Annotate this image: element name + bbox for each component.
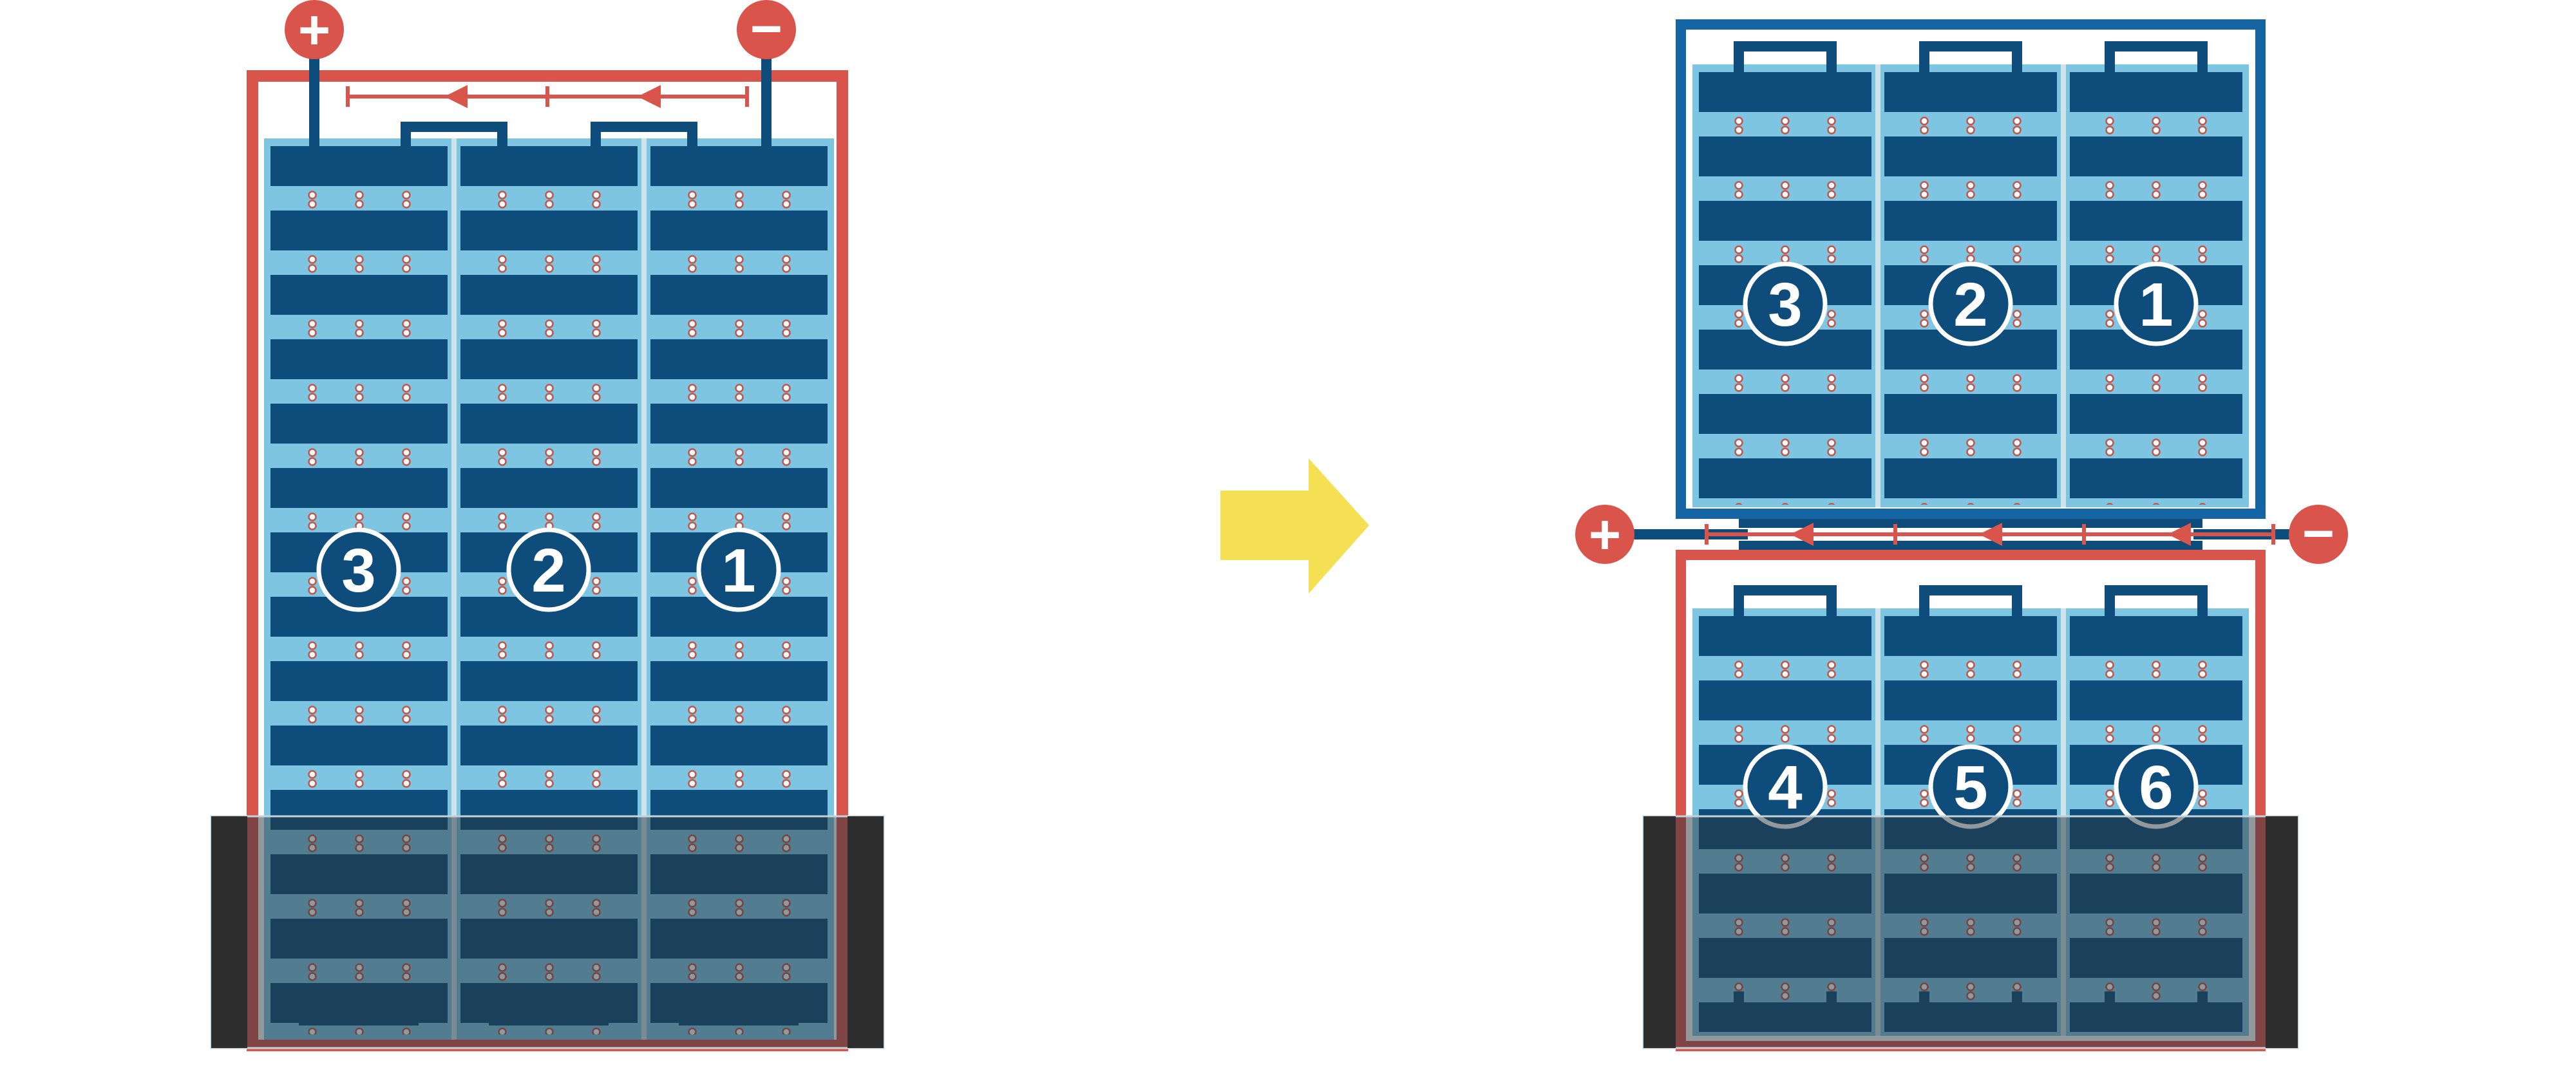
transform-right-arrow-icon: [1220, 458, 1369, 594]
right-middle-bus: + −: [1575, 503, 2348, 566]
arrow-head-left-icon: [1790, 523, 1814, 546]
left-module-marker: 2: [506, 527, 591, 612]
right-bottom-bridge-3: [2105, 585, 2208, 616]
right-top-separator-2: [2061, 64, 2066, 507]
module-circle: [696, 527, 781, 612]
left-shade-cap-right: [848, 816, 884, 1048]
arrow-head-left-icon: [638, 85, 661, 108]
module-number: 2: [1953, 270, 1987, 339]
right-plus-lead: [1632, 529, 1748, 539]
right-top-module-marker: 2: [1928, 261, 2013, 346]
minus-terminal-icon: −: [737, 0, 796, 60]
arrow-head-left-icon: [444, 85, 468, 108]
terminal-sign: +: [298, 0, 330, 61]
lower-bus-bar: [1739, 541, 2202, 550]
right-bottom-module-marker: 4: [1743, 744, 1828, 829]
module-circle: [2114, 261, 2199, 346]
right-shade-cap-left: [1643, 816, 1676, 1048]
terminal-sign: +: [1589, 504, 1621, 566]
terminal-circle: [285, 0, 344, 59]
right-top-panel: 3 2 1: [1676, 19, 2266, 519]
right-top-bridge-3: [2105, 41, 2208, 72]
module-number: 4: [1768, 753, 1802, 822]
left-shade-cap-left: [211, 816, 247, 1048]
terminal-circle: [2289, 505, 2348, 564]
minus-terminal-icon: −: [2289, 503, 2348, 565]
left-column-separator-2: [641, 138, 647, 1040]
left-top-bridge-2: [591, 122, 697, 153]
module-number: 6: [2139, 753, 2173, 822]
right-shade-overlay: [1642, 815, 2299, 1049]
left-module-marker: 1: [696, 527, 781, 612]
left-minus-lead: [761, 58, 772, 156]
arrow-head-left-icon: [2168, 523, 2191, 546]
module-circle: [316, 527, 401, 612]
left-module-marker: 3: [316, 527, 401, 612]
left-top-bridge-1: [401, 122, 507, 153]
right-current-arrows: [1705, 523, 2275, 546]
right-top-module-marker: 3: [1743, 261, 1828, 346]
right-shade-cap-right: [2266, 816, 2298, 1048]
module-number: 3: [1768, 270, 1802, 339]
left-current-arrows: [346, 85, 749, 108]
plus-terminal-icon: +: [1575, 504, 1634, 566]
left-plus-lead: [309, 58, 319, 156]
terminal-circle: [737, 0, 796, 59]
right-top-separator-1: [1875, 64, 1880, 507]
module-number: 1: [2139, 270, 2173, 339]
left-shade-overlay: [210, 815, 885, 1049]
module-number: 2: [531, 536, 565, 605]
module-circle: [1743, 261, 1828, 346]
right-top-bridge-1: [1734, 41, 1837, 72]
module-number: 1: [721, 536, 755, 605]
left-column-separator-1: [451, 138, 457, 1040]
right-bottom-module-marker: 5: [1928, 744, 2013, 829]
right-bottom-module-marker: 6: [2114, 744, 2199, 829]
right-top-bridge-2: [1919, 41, 2022, 72]
module-circle: [506, 527, 591, 612]
right-bottom-bridge-2: [1919, 585, 2022, 616]
plus-terminal-icon: +: [285, 0, 344, 61]
arrow-head-left-icon: [1979, 523, 2002, 546]
left-panel: 3 2 1 + −: [210, 0, 885, 1051]
module-circle: [1928, 261, 2013, 346]
module-number: 5: [1953, 753, 1987, 822]
terminal-sign: −: [750, 0, 782, 60]
upper-bus-bar: [1739, 519, 2202, 528]
module-number: 3: [341, 536, 375, 605]
terminal-circle: [1575, 505, 1634, 564]
terminal-sign: −: [2302, 503, 2334, 565]
right-top-module-marker: 1: [2114, 261, 2199, 346]
right-bottom-bridge-1: [1734, 585, 1837, 616]
